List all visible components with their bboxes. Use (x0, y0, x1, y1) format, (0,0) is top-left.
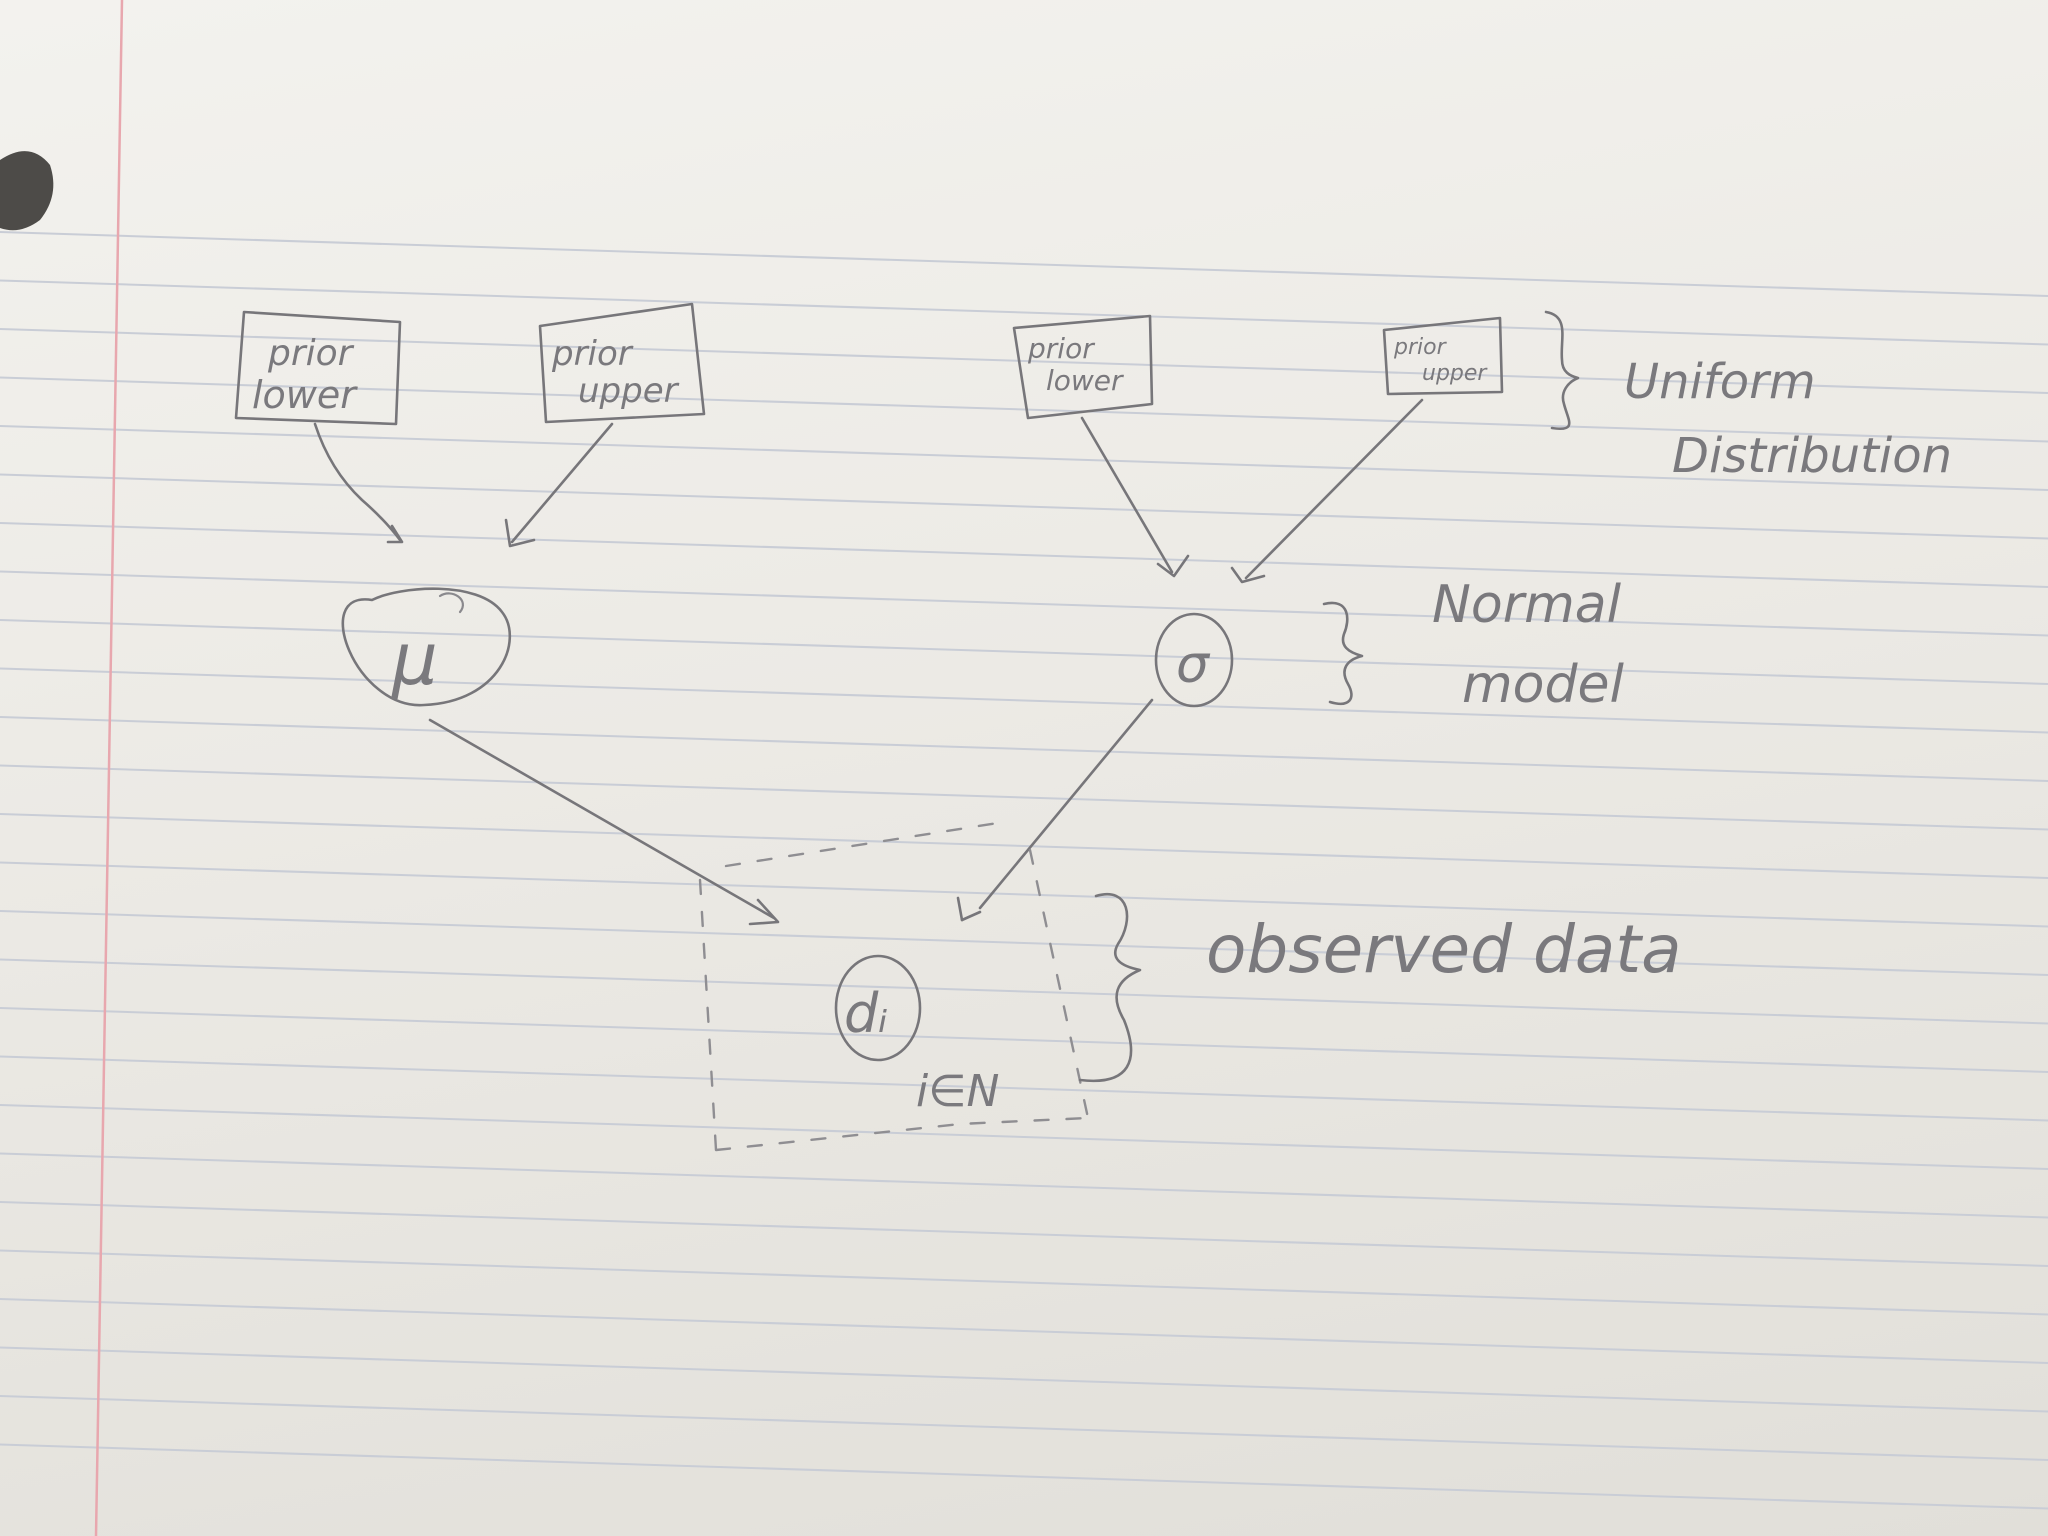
ruled-line (0, 1007, 2048, 1073)
plate-label: i∈N (916, 1066, 999, 1117)
arrow-mu-lower-to-mu (313, 422, 404, 544)
box-sigma-lower: prior lower (1012, 314, 1154, 420)
box-mu-lower-line1: prior (267, 333, 355, 374)
box-sigma-upper-line2: upper (1422, 361, 1488, 386)
arrow-mu-upper-to-mu (504, 422, 614, 548)
arrow-mu-to-data (428, 718, 780, 926)
ruled-line (0, 1298, 2048, 1364)
arrow-sigma-lower-to-sigma (1080, 416, 1190, 578)
ruled-line (0, 910, 2048, 976)
annotation-normal-line1: Normal (1432, 575, 1622, 635)
node-sigma-label: σ (1176, 635, 1211, 695)
binder-hole (0, 151, 54, 231)
node-data: dᵢ (834, 954, 922, 1062)
annotation-observed: observed data (1206, 911, 1682, 988)
ruled-line (0, 1443, 2048, 1510)
ruled-line (0, 425, 2048, 491)
margin-line (94, 0, 124, 1536)
ruled-line (0, 279, 2048, 346)
ruled-line (0, 328, 2048, 394)
arrow-sigma-upper-to-sigma (1230, 398, 1424, 584)
node-data-label: dᵢ (844, 982, 888, 1045)
ruled-line (0, 1201, 2048, 1267)
annotation-normal-line2: model (1462, 655, 1624, 715)
box-sigma-upper-line1: prior (1393, 335, 1448, 360)
ruled-line (0, 716, 2048, 782)
ruled-line (0, 861, 2048, 928)
node-mu-label: μ (391, 617, 438, 701)
ruled-line (0, 1104, 2048, 1170)
annotation-uniform-line1: Uniform (1624, 354, 1816, 410)
ruled-line (0, 473, 2048, 540)
box-mu-upper: prior upper (538, 302, 706, 424)
ruled-line (0, 522, 2048, 588)
ruled-line (0, 1152, 2048, 1219)
ruled-line (0, 1346, 2048, 1413)
ruled-line (0, 619, 2048, 685)
ruled-line (0, 764, 2048, 831)
ruled-line (0, 813, 2048, 879)
node-mu: μ (341, 587, 512, 707)
ruled-line (0, 958, 2048, 1025)
ruled-line (0, 667, 2048, 734)
ruled-lines (0, 231, 2048, 1510)
brace-normal (1322, 601, 1364, 705)
annotation-uniform-line2: Distribution (1672, 428, 1952, 484)
box-mu-lower: prior lower (234, 310, 402, 426)
ruled-line (0, 376, 2048, 443)
box-mu-upper-line1: prior (551, 334, 634, 374)
box-mu-upper-line2: upper (578, 371, 680, 411)
box-sigma-lower-line2: lower (1046, 364, 1124, 397)
ruled-line (0, 1395, 2048, 1461)
plate (698, 820, 1090, 1152)
brace-observed (1078, 892, 1142, 1083)
box-sigma-lower-line1: prior (1027, 332, 1095, 365)
brace-uniform (1544, 310, 1580, 431)
ruled-line (0, 570, 2048, 637)
ruled-line (0, 1249, 2048, 1316)
box-sigma-upper: prior upper (1382, 316, 1504, 396)
arrow-sigma-to-data (956, 698, 1154, 922)
ruled-line (0, 1055, 2048, 1122)
ruled-line (0, 231, 2048, 297)
box-mu-lower-line2: lower (252, 373, 358, 417)
node-sigma: σ (1154, 612, 1234, 708)
